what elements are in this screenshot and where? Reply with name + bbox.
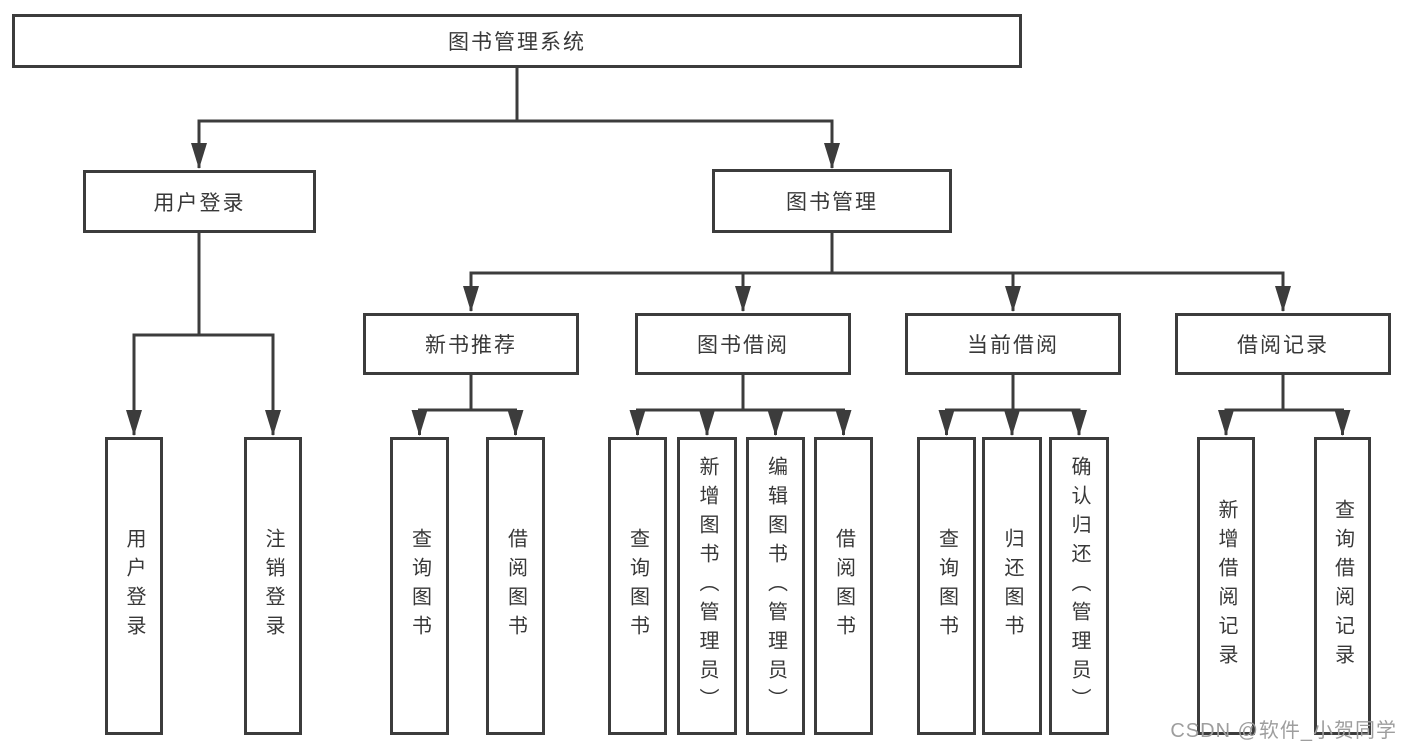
node-root-label: 图书管理系统 [448, 31, 586, 54]
leaf-borrow-borrow-books: 借阅图书 [814, 437, 873, 735]
node-new-book-recommend-label: 新书推荐 [425, 334, 517, 357]
node-book-management-label: 图书管理 [786, 191, 878, 214]
leaf-user-login-label: 用户登录 [123, 528, 145, 644]
node-book-borrow: 图书借阅 [635, 313, 851, 375]
leaf-records-add-record: 新增借阅记录 [1197, 437, 1255, 735]
csdn-watermark: CSDN @软件_小贺同学 [1170, 720, 1397, 742]
leaf-current-query-books: 查询图书 [917, 437, 976, 735]
leaf-recommend-query-books: 查询图书 [390, 437, 449, 735]
node-current-borrow-label: 当前借阅 [967, 334, 1059, 357]
connector-userlogin-to-leaves [126, 232, 281, 436]
leaf-borrow-query-books-label: 查询图书 [626, 528, 649, 644]
node-book-management: 图书管理 [712, 169, 952, 233]
connector-records-to-leaves [1218, 374, 1351, 436]
leaf-borrow-borrow-books-label: 借阅图书 [832, 528, 855, 644]
leaf-records-add-record-label: 新增借阅记录 [1215, 499, 1237, 673]
leaf-current-query-books-label: 查询图书 [935, 528, 958, 644]
leaf-user-login: 用户登录 [105, 437, 163, 735]
node-book-borrow-label: 图书借阅 [697, 334, 789, 357]
node-borrow-records: 借阅记录 [1175, 313, 1391, 375]
leaf-records-query-record-label: 查询借阅记录 [1331, 499, 1354, 673]
leaf-borrow-edit-books-admin: 编辑图书（管理员） [746, 437, 805, 735]
leaf-current-return-books: 归还图书 [982, 437, 1042, 735]
leaf-recommend-borrow-books-label: 借阅图书 [504, 528, 527, 644]
connector-bookmgmt-to-level3 [463, 232, 1291, 312]
node-user-login: 用户登录 [83, 170, 316, 233]
leaf-records-query-record: 查询借阅记录 [1314, 437, 1371, 735]
leaf-borrow-add-books-admin-label: 新增图书（管理员） [696, 455, 718, 717]
leaf-recommend-borrow-books: 借阅图书 [486, 437, 545, 735]
leaf-borrow-add-books-admin: 新增图书（管理员） [677, 437, 737, 735]
leaf-current-confirm-return-admin-label: 确认归还（管理员） [1068, 455, 1090, 717]
leaf-logout-label: 注销登录 [262, 528, 284, 644]
node-user-login-label: 用户登录 [153, 191, 246, 215]
leaf-borrow-edit-books-admin-label: 编辑图书（管理员） [764, 455, 787, 717]
connector-root-to-level2 [191, 67, 840, 169]
leaf-current-return-books-label: 归还图书 [1001, 528, 1023, 644]
node-new-book-recommend: 新书推荐 [363, 313, 579, 375]
node-borrow-records-label: 借阅记录 [1237, 334, 1329, 357]
leaf-recommend-query-books-label: 查询图书 [408, 528, 431, 644]
connector-current-to-leaves [938, 374, 1087, 436]
leaf-current-confirm-return-admin: 确认归还（管理员） [1049, 437, 1109, 735]
leaf-borrow-query-books: 查询图书 [608, 437, 667, 735]
connector-recommend-to-leaves [411, 374, 524, 436]
node-current-borrow: 当前借阅 [905, 313, 1121, 375]
connector-borrow-to-leaves [629, 374, 852, 436]
leaf-logout: 注销登录 [244, 437, 302, 735]
node-root: 图书管理系统 [12, 14, 1022, 68]
